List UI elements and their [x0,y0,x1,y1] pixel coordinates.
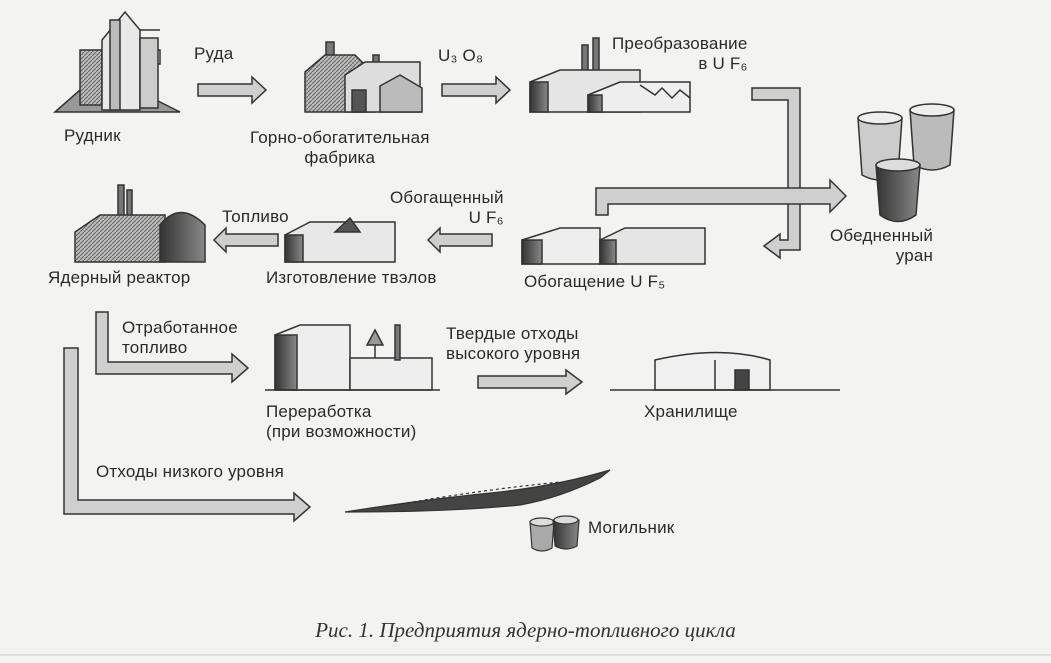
arrow-fuel [212,226,279,254]
conversion-plant-icon [529,37,691,113]
arrow-u3o8 [441,75,512,105]
label-fuel-fabrication: Изготовление твэлов [266,268,437,287]
label-burial: Могильник [588,518,675,537]
reprocessing-plant-icon [265,324,440,391]
label-ore: Руда [194,44,234,63]
arrow-spent-fuel [95,311,250,384]
burial-site-icon [344,469,611,552]
label-storage: Хранилище [644,402,738,421]
label-u3o8: U₃ O₈ [438,46,484,65]
label-high-level-waste: Твердые отходы высокого уровня [446,324,581,363]
storage-building-icon [610,351,840,391]
mine-icon [53,10,181,113]
arrow-to-depleted-uranium [595,178,848,216]
label-mine: Рудник [64,126,121,145]
arrow-ore [197,75,268,105]
figure-caption: Рис. 1. Предприятия ядерно-топливного ци… [315,618,736,642]
label-reprocessing: Переработка (при возможности) [266,402,417,441]
label-enriched-uf6: Обогащенный U F₆ [390,188,504,227]
label-mill: Горно-обогатительная фабрика [250,128,430,167]
label-fuel: Топливо [222,207,289,226]
label-depleted-uranium: Обедненный уран [830,226,934,265]
label-enrichment: Обогащение U F₅ [524,272,666,291]
mill-icon [304,41,423,113]
label-conversion: Преобразование в U F₆ [612,34,748,73]
fuel-fabrication-icon [284,216,396,263]
arrow-enriched-uf6 [426,226,493,254]
depleted-uranium-drums-icon [857,103,955,223]
label-low-level-waste: Отходы низкого уровня [96,462,285,481]
label-reactor: Ядерный реактор [48,268,191,287]
arrow-high-level-waste [477,368,584,396]
enrichment-plant-icon [521,227,706,265]
arrow-to-enrichment [751,87,801,260]
label-spent-fuel: Отработанное топливо [122,318,238,357]
reactor-icon [74,184,206,263]
arrow-low-level-waste [63,347,312,523]
